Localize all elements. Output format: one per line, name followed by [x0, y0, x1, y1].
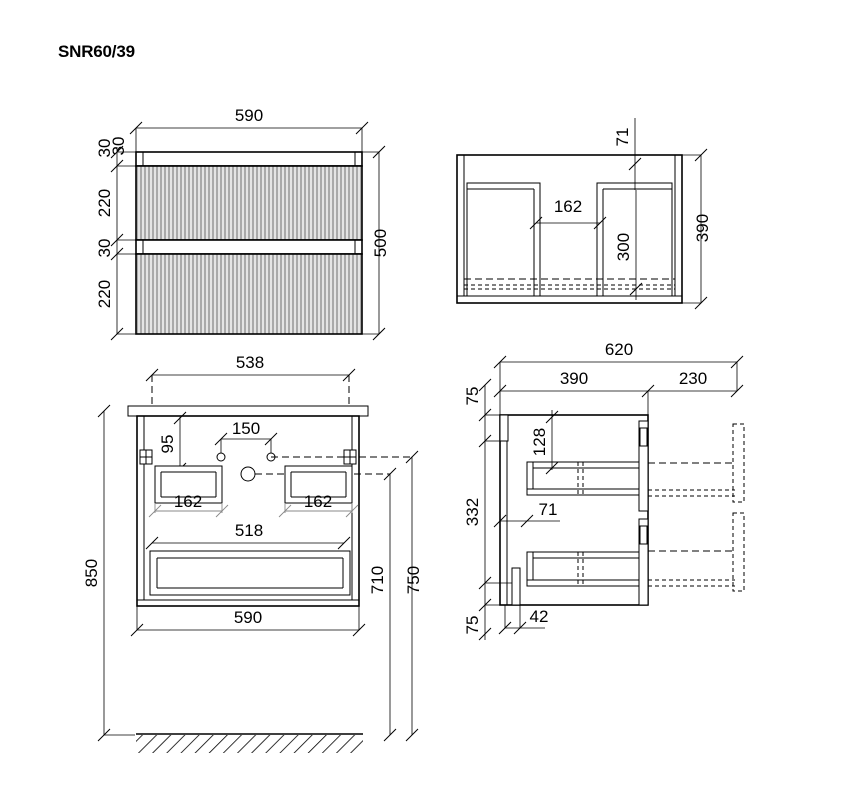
dim-label-300-plan: 300: [614, 233, 633, 261]
front-elevation-view: 590 30 30 220 30 220 500: [95, 106, 390, 341]
front-cabinet-body: [135, 151, 363, 335]
dim-label-30-top: 30: [95, 139, 114, 158]
dim-label-162-right: 162: [304, 492, 332, 511]
drawer-box-right: [284, 465, 353, 504]
dim-518: [145, 536, 351, 550]
dim-label-390-plan: 390: [693, 214, 712, 242]
dim-128: [545, 410, 559, 475]
dim-71-side: [493, 514, 560, 528]
dim-label-538: 538: [236, 353, 264, 372]
dim-750: [405, 450, 419, 742]
plan-drawer-left: [466, 182, 541, 297]
plan-section-view: 71 162 300 390: [456, 118, 712, 310]
side-section-view: 620 390 230: [463, 340, 745, 641]
dim-label-71-plan: 71: [613, 128, 632, 147]
dim-label-518: 518: [235, 521, 263, 540]
dim-label-710: 710: [368, 566, 387, 594]
dim-front-heights: [110, 145, 136, 341]
drawer-box-left: [154, 465, 223, 504]
drain-hole: [240, 466, 256, 482]
dim-label-850: 850: [82, 559, 101, 587]
dim-label-750: 750: [404, 566, 423, 594]
drawer-extended-hidden-lower: [648, 512, 745, 592]
dim-front-width: [129, 121, 369, 152]
dim-710: [383, 467, 397, 742]
dim-label-75-top: 75: [463, 387, 482, 406]
plan-drawer-right: [596, 182, 673, 297]
dim-label-162-left: 162: [174, 492, 202, 511]
dim-plan-71: [628, 118, 642, 190]
dim-plan-390: [682, 148, 708, 310]
dim-vertical-chain-side: [478, 378, 512, 641]
drawer-extended-hidden-upper: [648, 423, 745, 503]
dim-label-390-side: 390: [560, 369, 588, 388]
dim-label-42: 42: [530, 607, 549, 626]
dim-850: [97, 404, 135, 742]
dim-label-71-side: 71: [539, 500, 558, 519]
dim-label-620: 620: [605, 340, 633, 359]
mounting-bracket-left: [139, 449, 153, 465]
countertop: [127, 405, 369, 417]
dim-42: [498, 605, 545, 635]
dim-label-590-front: 590: [235, 106, 263, 125]
dim-front-overall-height: [362, 145, 386, 341]
dim-label-220-upper: 220: [95, 189, 114, 217]
dim-162-left: [148, 503, 229, 518]
dim-label-30-middle: 30: [95, 239, 114, 258]
dim-label-500: 500: [371, 229, 390, 257]
page-title: SNR60/39: [58, 42, 135, 61]
side-drawer-upper: [526, 420, 649, 512]
dim-plan-162: [529, 216, 607, 230]
dim-162-right: [278, 503, 359, 518]
dim-390-230-chain: [493, 362, 744, 415]
dim-plan-300: [629, 190, 643, 300]
dim-label-230: 230: [679, 369, 707, 388]
side-drawer-lower: [511, 518, 649, 606]
front-section-view: 538: [82, 353, 423, 753]
floor-hatching: [136, 733, 363, 753]
dim-label-220-lower: 220: [95, 280, 114, 308]
drawer-box-lower: [149, 550, 351, 596]
dim-label-128: 128: [530, 428, 549, 456]
dim-label-590-bottom: 590: [234, 608, 262, 627]
dim-label-30-top2: 30: [109, 137, 128, 156]
dim-label-150: 150: [232, 419, 260, 438]
dim-label-332: 332: [463, 498, 482, 526]
dim-590-bottom: [130, 606, 366, 637]
dim-label-95: 95: [158, 435, 177, 454]
dim-label-162-plan: 162: [554, 197, 582, 216]
dim-label-75-bottom: 75: [463, 616, 482, 635]
